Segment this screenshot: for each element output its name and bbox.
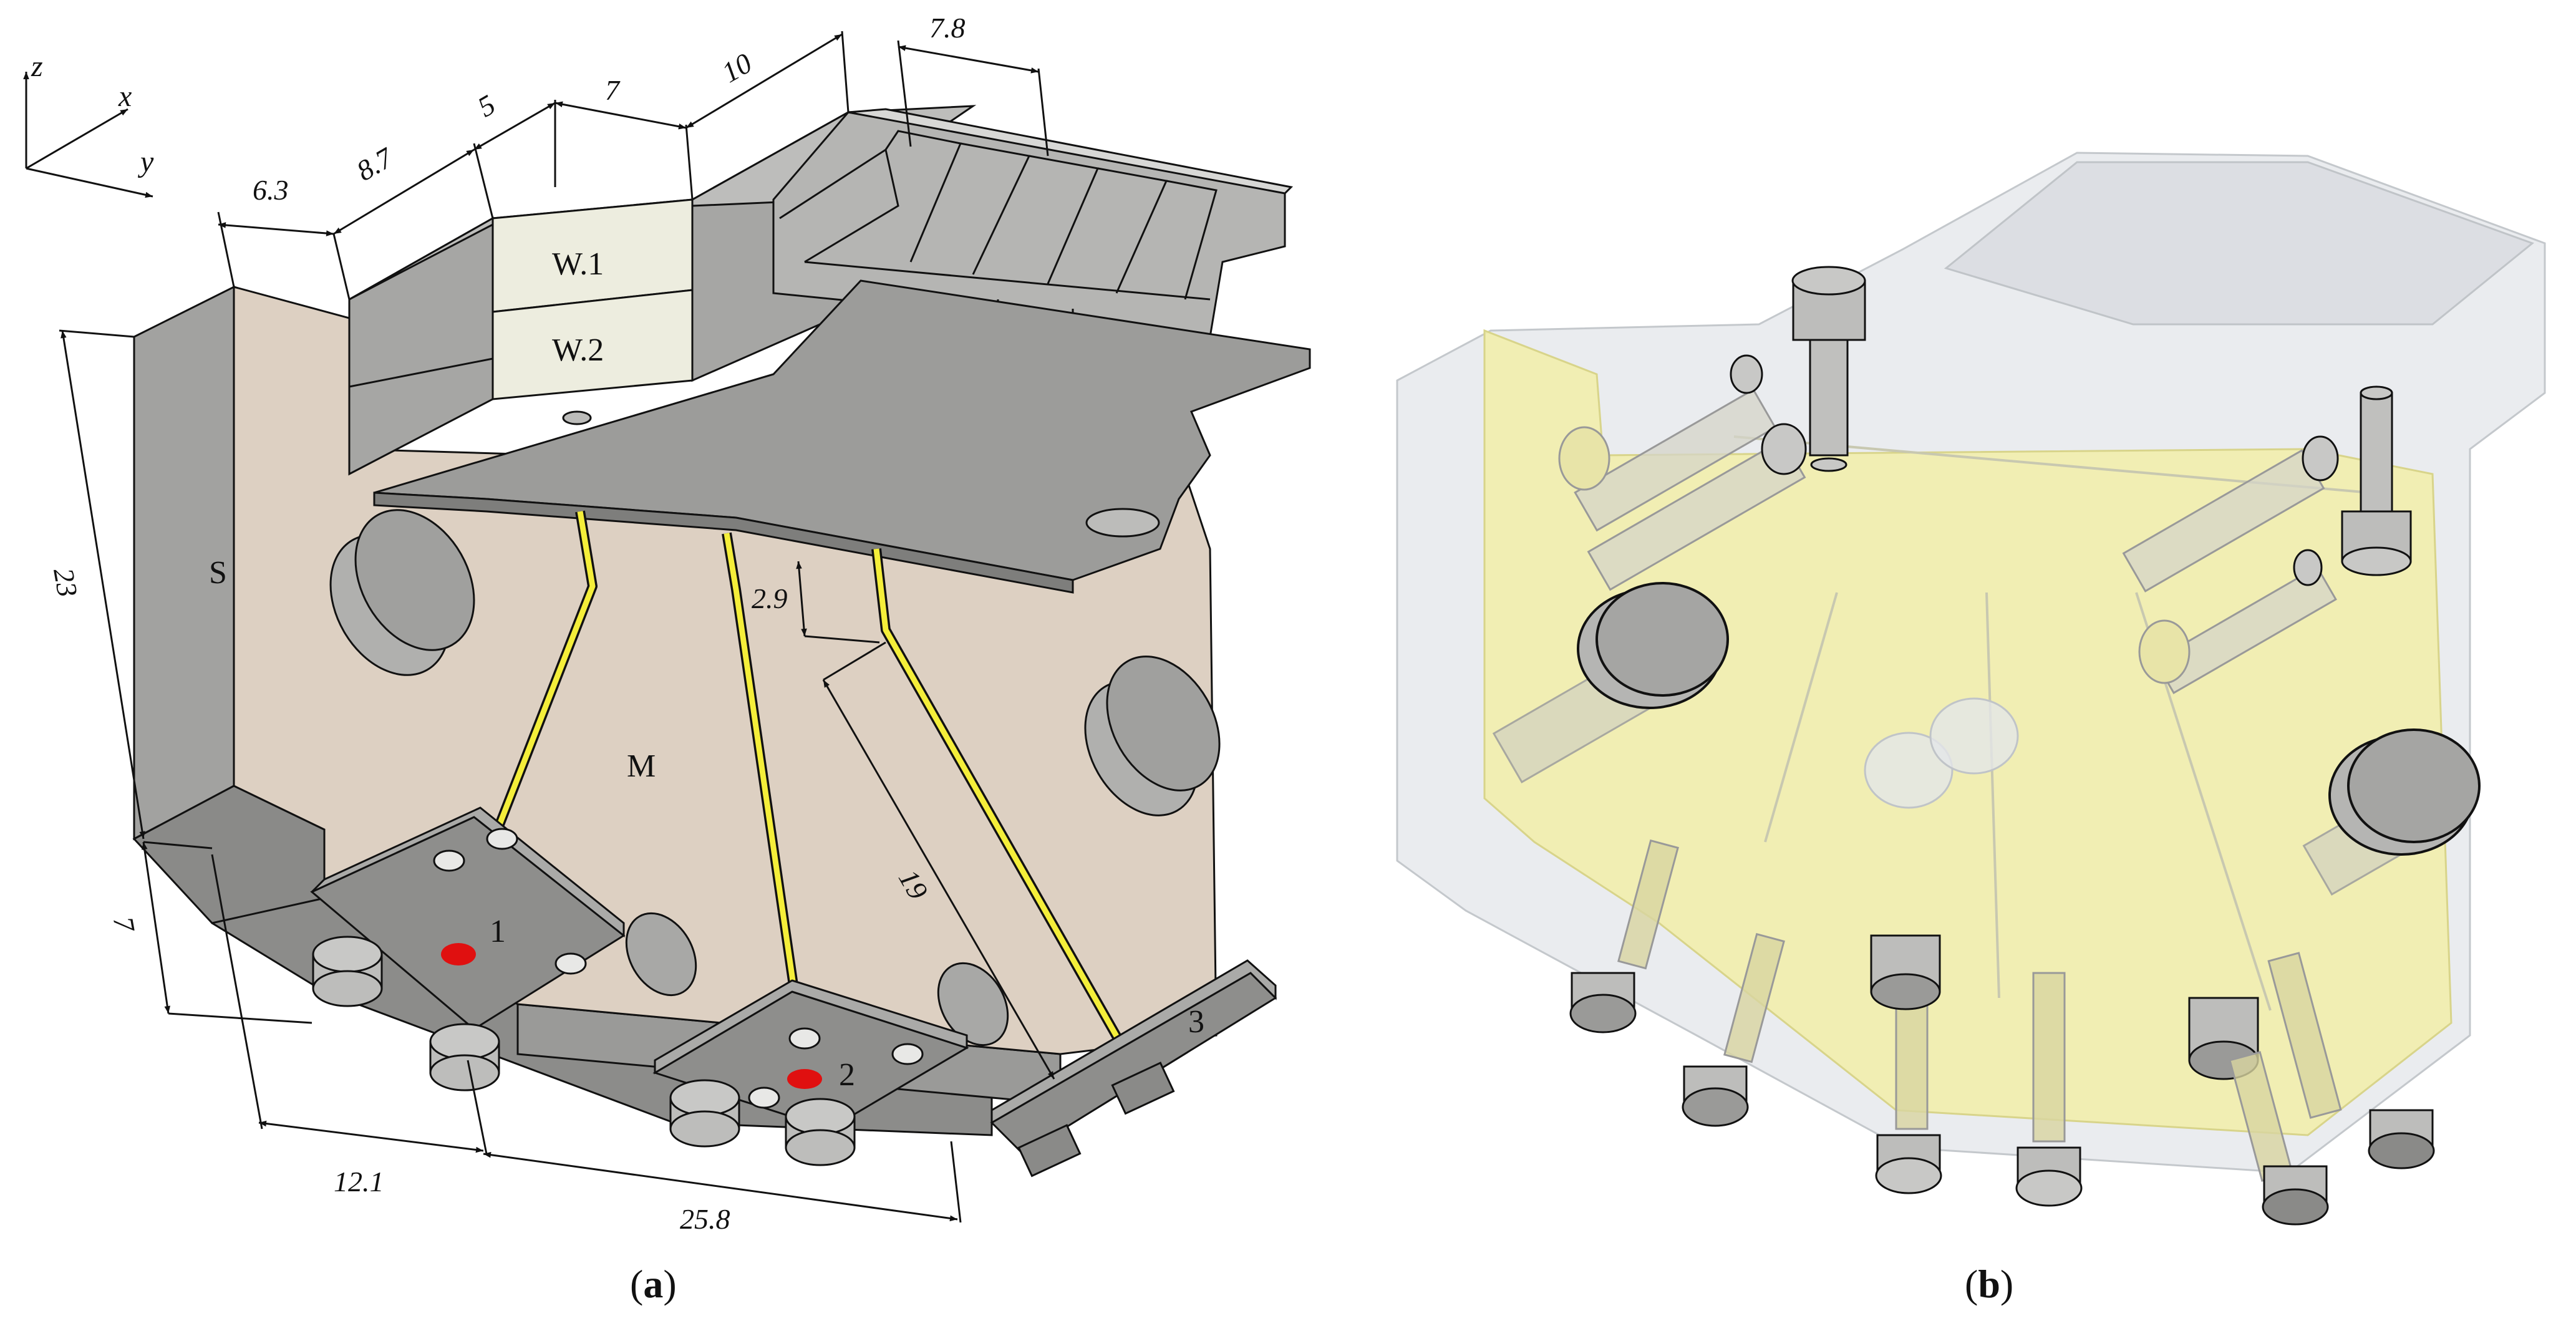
plate-cylinder-right (1084, 656, 1221, 816)
dim-8-7: 8.7 (351, 141, 399, 187)
bracket-3: 3 (990, 959, 1277, 1178)
dim-7-top: 7 (605, 74, 621, 106)
ghost-mid-cylinder (1864, 697, 2019, 809)
panel-w2 (491, 289, 694, 400)
upper-block-left (348, 216, 494, 476)
bracket-2-cylinder-b (785, 1098, 856, 1166)
lower-bolt-4 (2015, 972, 2083, 1207)
lower-bolt-3 (1870, 934, 1942, 1194)
caption-b: (b) (1965, 1262, 2013, 1306)
panel-a: W.1 W.2 (47, 12, 1311, 1306)
caption-b-letter: b (1978, 1262, 2000, 1306)
upper-bolt-right (2341, 385, 2412, 576)
label-1: 1 (490, 914, 506, 949)
top-plate-hole (1085, 508, 1160, 538)
top-plate-small-hole (562, 410, 592, 425)
dimension-lines (59, 31, 1055, 1223)
dim-10: 10 (717, 47, 757, 89)
caption-b-close: ) (2000, 1262, 2013, 1306)
axis-y-label: y (137, 145, 154, 178)
axis-z-label: z (31, 50, 43, 83)
dim-7-left: 7 (107, 914, 142, 935)
plate-cylinder-left (329, 509, 475, 676)
label-s: S (209, 555, 227, 591)
dim-6-3: 6.3 (253, 174, 289, 206)
big-cylinder-right (2302, 728, 2481, 896)
top-plate-edge (373, 491, 1074, 594)
ghost-top-block (1944, 161, 2535, 326)
caption-b-open: ( (1965, 1262, 1978, 1306)
lower-bolt-2 (1682, 932, 1785, 1127)
dim-12-1: 12.1 (334, 1166, 384, 1198)
dim-25-8: 25.8 (680, 1203, 730, 1235)
bracket-1-cylinder-a (312, 936, 383, 1007)
dim-23: 23 (47, 566, 84, 599)
upper-rod-right-2 (2138, 549, 2337, 695)
label-3: 3 (1188, 1004, 1204, 1040)
wires (488, 510, 1124, 1044)
label-2: 2 (839, 1057, 855, 1093)
bracket-1: 1 (310, 806, 626, 1030)
dim-2-9: 2.9 (752, 583, 788, 614)
lower-bolt-5 (2188, 997, 2329, 1226)
big-cylinder-left (1492, 582, 1729, 784)
upper-bolt-center (1791, 266, 1866, 472)
upper-rod-left (1558, 354, 1777, 532)
label-w1: W.1 (552, 246, 604, 282)
caption-a: (a) (630, 1262, 677, 1306)
bracket-1-cylinder-b (429, 1023, 500, 1091)
lower-bolt-1 (1569, 839, 1679, 1033)
label-m: M (627, 748, 656, 784)
upper-rod-left-2 (1587, 423, 1807, 591)
bracket-2-cylinder-a (669, 1079, 740, 1148)
axis-triad (23, 72, 153, 198)
plate-cylinder-mid (625, 912, 697, 997)
lower-bolt-6 (2267, 952, 2435, 1169)
caption-a-letter: a (643, 1262, 663, 1306)
label-w2: W.2 (552, 332, 604, 368)
upper-rod-right (2122, 435, 2339, 593)
caption-a-close: ) (663, 1262, 676, 1306)
dim-7-8: 7.8 (929, 12, 966, 44)
panel-b: (b) (1396, 152, 2546, 1306)
rib-housing-top (848, 108, 1294, 195)
axis-x-label: x (118, 80, 132, 113)
dim-5: 5 (472, 89, 500, 123)
caption-a-open: ( (630, 1262, 643, 1306)
